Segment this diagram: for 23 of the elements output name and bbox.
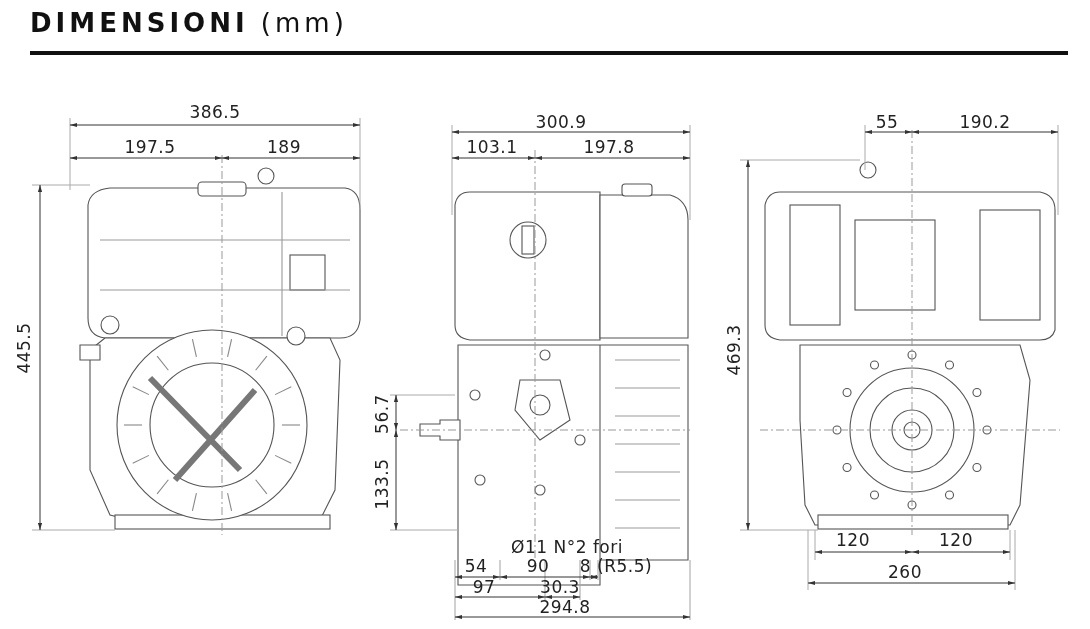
dimension-label: 445.5 (15, 322, 33, 374)
dimension-label: 54 (464, 557, 488, 575)
dimension-label: 190.2 (959, 113, 1011, 131)
dimension-label: 294.8 (539, 598, 591, 616)
dimension-label: 300.9 (535, 113, 587, 131)
dimension-label: 197.5 (124, 138, 176, 156)
dimension-label: 469.3 (725, 324, 743, 376)
dimension-label: 56.7 (373, 394, 391, 434)
dimension-label: 120 (939, 531, 973, 549)
dimension-label: 260 (888, 563, 922, 581)
dimension-label: 8 (R5.5) (579, 557, 653, 575)
dimension-label: 120 (836, 531, 870, 549)
dimension-label: 133.5 (373, 458, 391, 510)
dimension-label: 386.5 (189, 103, 241, 121)
title: DIMENSIONI (mm) (30, 8, 348, 38)
dimension-label: 55 (875, 113, 899, 131)
dimension-label: Ø11 N°2 fori (511, 538, 623, 556)
dimension-label: 103.1 (466, 138, 518, 156)
dimension-label: 189 (267, 138, 301, 156)
dimension-label: 197.8 (583, 138, 635, 156)
dimension-label: 97 (472, 578, 496, 596)
dimension-label: 90 (526, 557, 550, 575)
dimension-label: 30.3 (540, 578, 580, 596)
